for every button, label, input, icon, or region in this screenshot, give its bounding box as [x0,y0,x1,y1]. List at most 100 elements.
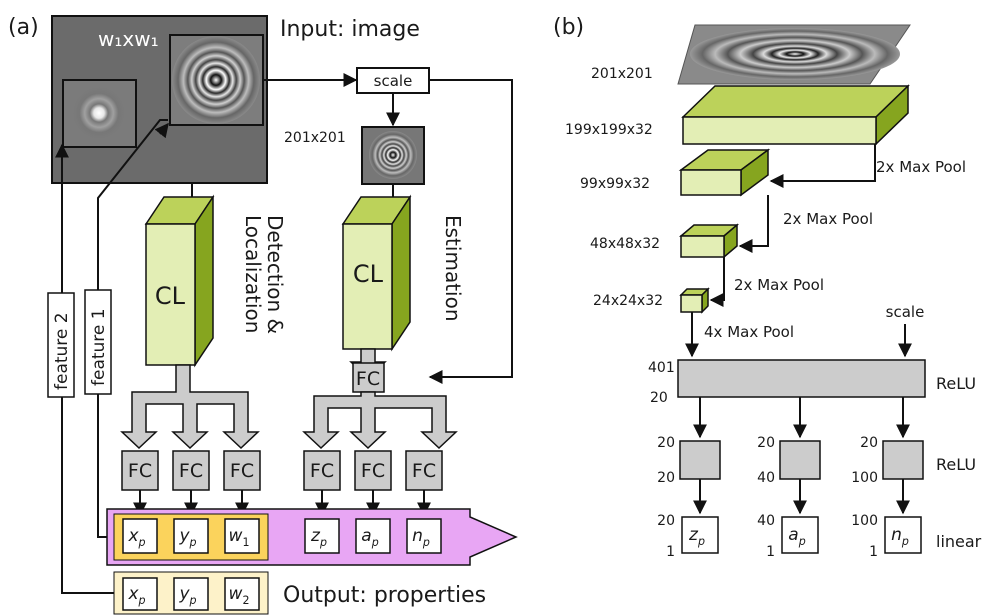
linear-label: linear [936,532,982,551]
branch-fin-0: 1 [666,544,675,560]
fc-label-1: FC [128,460,152,482]
conv-layer-2 [678,148,771,197]
pool-label-4: 4x Max Pool [704,323,794,341]
output2-box-yp [173,577,209,611]
right-branch-arrow [302,391,458,450]
branch-fin-1: 1 [766,544,775,560]
branch-in-0: 20 [657,435,675,451]
relu-label-1: ReLU [936,374,976,393]
fc-label-estimation: FC [356,368,380,390]
input-image [51,15,268,184]
branch-dense-2 [882,440,924,480]
feature2-label: feature 2 [52,312,72,390]
left-branch-arrow [120,364,260,450]
detection-label-2: Localization [241,215,265,333]
branch-output-label-2: np [891,525,909,548]
fc-row [121,450,443,491]
output-box-w1 [224,518,260,554]
output-label: Output: properties [283,583,486,608]
fc-label-3: FC [230,460,254,482]
cl-label-left: CL [155,282,186,310]
layer-label-0: 201x201 [591,66,653,82]
branch-in-1: 20 [757,435,775,451]
input-label: Input: image [280,17,420,42]
branch-output-label-0: zp [688,525,705,548]
window-size-label: w₁xw₁ [98,27,159,51]
branch-dense-1 [779,440,821,480]
dense-out-label: 20 [650,390,668,406]
relu-label-2: ReLU [936,455,976,474]
dense-layer [677,359,926,398]
output-label-yp: yp [178,526,196,549]
branch-out-0: 20 [657,470,675,486]
output2-box-w2 [224,577,260,611]
estimation-label: Estimation [441,215,465,322]
fc-label-6: FC [412,460,436,482]
feature1-tag [84,289,112,395]
conv-layer-3 [678,223,740,259]
fc-label-4: FC [310,460,334,482]
output-box-xp [122,518,158,554]
cl-block-right [341,194,412,352]
branch-in-2: 20 [860,435,878,451]
dense-in-label: 401 [648,360,675,376]
feature1-link [97,119,168,538]
output2-label-yp: yp [178,584,196,607]
fc-box-4 [303,450,341,491]
conv-layer-1 [681,84,910,146]
output2-label-w2: w2 [229,584,250,607]
branch-out-2: 100 [851,470,878,486]
output-box-ap [355,518,391,554]
output-label-np: np [412,526,430,549]
fc-box-estimation [352,362,385,393]
output-box-yp [173,518,209,554]
fc-label-2: FC [179,460,203,482]
output-label-ap: ap [361,526,378,549]
output-box-np [406,518,442,554]
fc-box-3 [223,450,261,491]
branch-dense-0 [679,440,721,480]
fc-box-6 [405,450,443,491]
fc-box-5 [354,450,392,491]
branch-out-1: 40 [757,470,775,486]
layer-label-1: 199x199x32 [565,122,653,138]
scale-input-label: scale [886,303,925,321]
detection-label-1: Detection & [263,215,287,334]
branch-output-0 [681,516,719,554]
crop-size-label: 201x201 [284,130,346,146]
panel-b-label: (b) [553,15,584,40]
panel-a-label: (a) [8,15,39,40]
output-branches: zp 20 20 20 1 ap 20 40 40 1 np 20 100 100 1 [657,397,924,560]
feature2-tag [47,292,75,398]
output-box-zp [304,518,340,554]
output2-label-xp: xp [127,584,145,607]
cl-label-right: CL [353,260,384,288]
branch-final-2: 100 [851,513,878,529]
cl-block-left [144,194,215,368]
branch-output-label-1: ap [788,525,805,548]
branch-output-2 [884,516,922,554]
scale-label: scale [374,72,413,90]
conv-layer-4 [679,287,710,314]
branch-fin-2: 1 [869,544,878,560]
branch-final-1: 40 [757,513,775,529]
feature1-label: feature 1 [89,308,109,386]
pool-label-3: 2x Max Pool [734,276,824,294]
fc-label-5: FC [361,460,385,482]
layer-label-2: 99x99x32 [580,176,650,192]
output-label-zp: zp [310,526,327,549]
output-label-w1: w1 [229,526,250,549]
output-row-2: xp yp w2 [122,577,260,611]
layer-label-4: 24x24x32 [593,293,663,309]
fc-box-2 [172,450,210,491]
pool-label-2: 2x Max Pool [783,210,873,228]
branch-final-0: 20 [657,513,675,529]
pool-label-1: 2x Max Pool [876,158,966,176]
input-plane-rings [690,28,900,80]
output-row-1: xp yp w1 zp ap np [122,518,442,554]
output2-box-xp [122,577,158,611]
output-label-xp: xp [127,526,145,549]
branch-output-1 [781,516,819,554]
layer-label-3: 48x48x32 [590,236,660,252]
